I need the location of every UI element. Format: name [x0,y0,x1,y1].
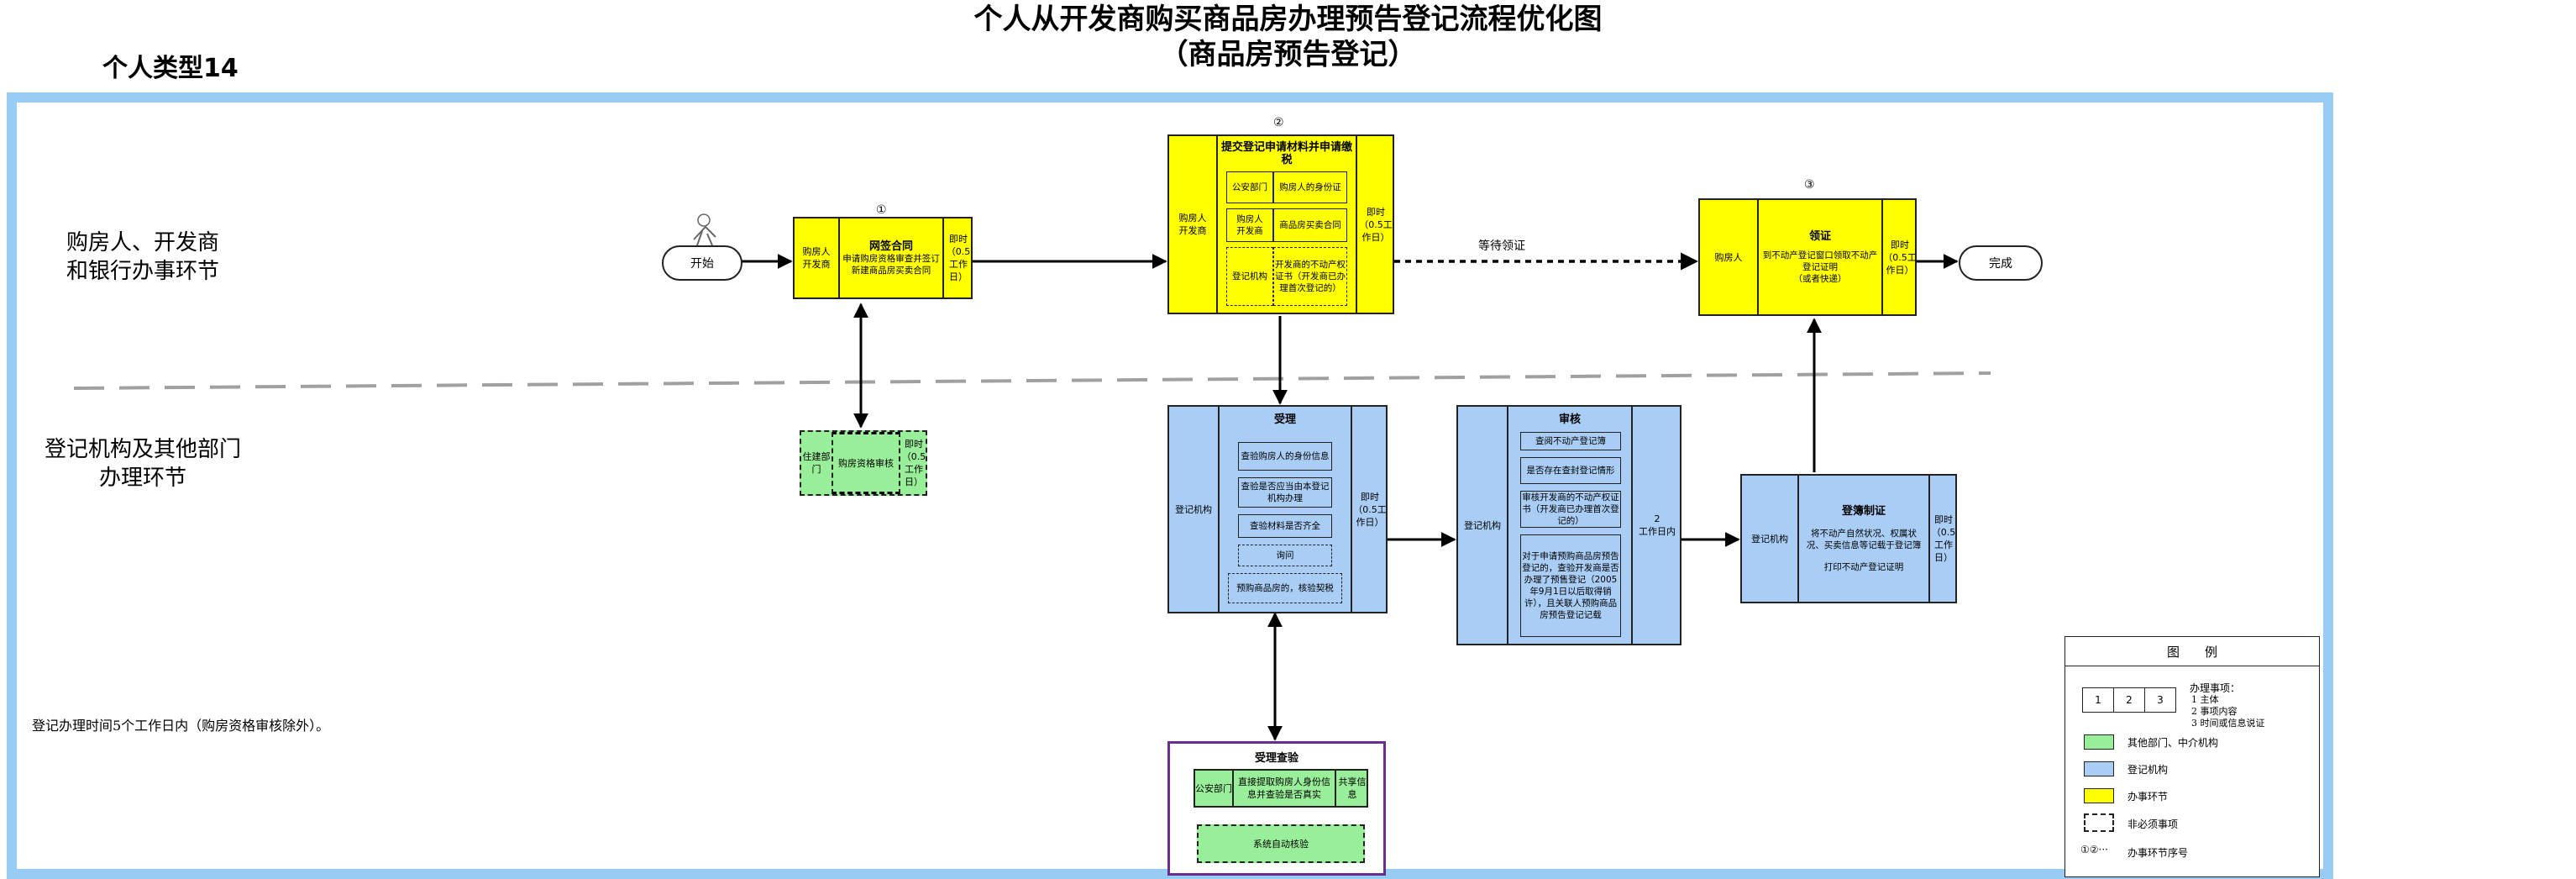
step-2-box: 购房人 开发商 提交登记申请材料并申请缴税 公安部门 购房人的身份证 购房人 开… [1167,134,1394,314]
start-node: 开始 [662,245,742,281]
legend-swatch-dashed [2084,813,2114,832]
accept-item-4: 询问 [1238,545,1332,566]
legend-green-label: 其他部门、中介机构 [2127,737,2219,749]
step-1-box: 购房人 开发商 网签合同 申请购房资格审查并签订新建商品房买卖合同 即时 （0.… [793,217,973,299]
accept-item-5: 预购商品房的，核验契税 [1228,573,1342,603]
step-3-title: 领证 [1808,229,1831,243]
register-box: 登记机构 登簿制证 将不动产自然状况、权属状况、买卖信息等记载于登记簿 打印不动… [1740,474,1957,603]
legend-swatch-blue [2084,761,2114,776]
review-content: 审核 查阅不动产登记簿 是否存在查封登记情形 审核开发商的不动产权证书（开发商已… [1507,407,1633,644]
lane-divider [73,371,1991,390]
legend-cell-2: 2 [2114,688,2145,712]
verify-actor: 公安部门 [1195,782,1232,794]
review-item-3: 审核开发商的不动产权证书（开发商已办理首次登记的） [1520,491,1621,528]
person-icon [693,213,716,246]
accept-actor: 登记机构 [1175,503,1212,515]
legend-blue-label: 登记机构 [2127,764,2169,776]
housing-task: 购房资格审核 [832,432,900,494]
legend-dashed-label: 非必须事项 [2127,818,2179,830]
review-actor: 登记机构 [1464,519,1501,531]
accept-item-2: 查验是否应当由本登记机构办理 [1238,477,1332,508]
review-item-1: 查阅不动产登记簿 [1520,432,1621,450]
review-box: 登记机构 审核 查阅不动产登记簿 是否存在查封登记情形 审核开发商的不动产权证书… [1456,405,1681,645]
verify-auto: 系统自动核验 [1197,824,1365,863]
step-2-r3-item: 开发商的不动产权证书（开发商已办理首次登记的） [1273,247,1347,306]
step-number-2: ② [1273,116,1284,129]
review-title: 审核 [1558,413,1581,426]
accept-item-3: 查验材料是否齐全 [1238,514,1332,538]
lane-label-top: 购房人、开发商 和银行办事环节 [66,230,219,284]
step-2-r1-item: 购房人的身份证 [1273,171,1347,203]
step-1-actor: 购房人 开发商 [802,246,831,270]
step-3-actor: 购房人 [1714,251,1743,263]
register-actor: 登记机构 [1751,533,1788,545]
step-2-content: 提交登记申请材料并申请缴税 公安部门 购房人的身份证 购房人 开发商 商品房买卖… [1216,136,1357,313]
title-line-2: （商品房预告登记） [1159,38,1417,71]
step-2-actor: 购房人 开发商 [1178,213,1207,236]
register-print: 打印不动产登记证明 [1823,561,1904,572]
wait-label: 等待领证 [1478,239,1525,253]
step-1-desc: 申请购房资格审查并签订新建商品房买卖合同 [842,253,940,276]
verify-task: 直接提取购房人身份信息并查验是否真实 [1232,771,1336,806]
housing-actor: 住建部门 [802,451,831,475]
review-item-4: 对于申请预购商品房预告登记的，查验开发商是否办理了预售登记（2005年9月1日以… [1520,534,1621,637]
legend-cells-desc-1: 1 主体 [2191,694,2219,705]
step-3-content: 领证 到不动产登记窗口领取不动产登记证明 （或者快递） [1757,200,1883,314]
review-time: 2 工作日内 [1639,513,1676,537]
legend-cells-desc-3: 3 时间或信息说证 [2191,718,2265,729]
step-number-1: ① [876,203,887,217]
verify-title: 受理查验 [1254,752,1298,765]
legend-cell-1: 1 [2083,688,2114,712]
title-line-1: 个人从开发商购买商品房办理预告登记流程优化图 [973,3,1603,36]
finish-node: 完成 [1959,245,2043,281]
review-item-2: 是否存在查封登记情形 [1520,457,1621,484]
legend-seq-label: 办事环节序号 [2127,847,2189,859]
verify-shared: 共享信息 [1338,776,1367,800]
accept-box: 登记机构 受理 查验购房人的身份信息 查验是否应当由本登记机构办理 查验材料是否… [1167,405,1388,613]
step-3-desc: 到不动产登记窗口领取不动产登记证明 （或者快递） [1762,250,1878,284]
step-3-time: 即时 （0.5工作日） [1883,239,1917,276]
legend-swatch-green [2084,734,2114,750]
accept-time: 即时 （0.5工作日） [1353,491,1387,528]
legend-cells: 1 2 3 [2082,687,2176,713]
verify-box: 受理查验 公安部门 直接提取购房人身份信息并查验是否真实 共享信息 系统自动核验 [1167,741,1386,876]
register-desc: 将不动产自然状况、权属状况、买卖信息等记载于登记簿 [1806,528,1922,550]
step-3-box: 购房人 领证 到不动产登记窗口领取不动产登记证明 （或者快递） 即时 （0.5工… [1698,198,1917,316]
step-2-r2-actor: 购房人 开发商 [1226,208,1273,242]
housing-review-box: 住建部门 购房资格审核 即时 （0.5工作日） [800,430,927,496]
legend-cells-title: 办理事项： [2190,682,2241,694]
legend-swatch-yellow [2084,788,2114,803]
legend-cell-3: 3 [2157,694,2164,706]
step-1-title: 网签合同 [868,239,913,253]
step-1-content: 网签合同 申请购房资格审查并签订新建商品房买卖合同 [838,218,944,297]
legend-yellow-label: 办事环节 [2127,791,2169,803]
accept-title: 受理 [1273,413,1296,426]
register-time: 即时 （0.5工作日） [1931,514,1956,563]
step-number-3: ③ [1804,178,1815,192]
verify-row: 公安部门 直接提取购房人身份信息并查验是否真实 共享信息 [1194,769,1368,808]
legend-cells-desc-2: 2 事项内容 [2191,706,2238,717]
housing-time: 即时 （0.5工作日） [901,439,926,487]
step-2-r2-item: 商品房买卖合同 [1273,208,1347,242]
step-2-r3-actor: 登记机构 [1226,247,1273,306]
accept-content: 受理 查验购房人的身份信息 查验是否应当由本登记机构办理 查验材料是否齐全 询问… [1218,407,1352,612]
type-label: 个人类型14 [102,54,239,83]
time-note: 登记办理时间5个工作日内（购房资格审核除外）。 [32,718,330,734]
register-content: 登簿制证 将不动产自然状况、权属状况、买卖信息等记载于登记簿 打印不动产登记证明 [1797,476,1930,602]
step-2-title: 提交登记申请材料并申请缴税 [1221,141,1353,166]
lane-label-bottom: 登记机构及其他部门 办理环节 [44,437,241,491]
accept-item-1: 查验购房人的身份信息 [1238,442,1332,471]
register-title: 登簿制证 [1841,504,1886,518]
legend-title: 图 例 [2065,637,2319,666]
step-2-r1-actor: 公安部门 [1226,171,1273,203]
legend: 图 例 1 2 3 办理事项： 1 主体 2 事项内容 3 时间或信息说证 其他… [2064,636,2320,877]
step-2-time: 即时 （0.5工作日） [1359,206,1393,243]
legend-seq-symbol: ①②··· [2080,844,2108,855]
step-1-time: 即时 （0.5工作日） [946,234,971,282]
